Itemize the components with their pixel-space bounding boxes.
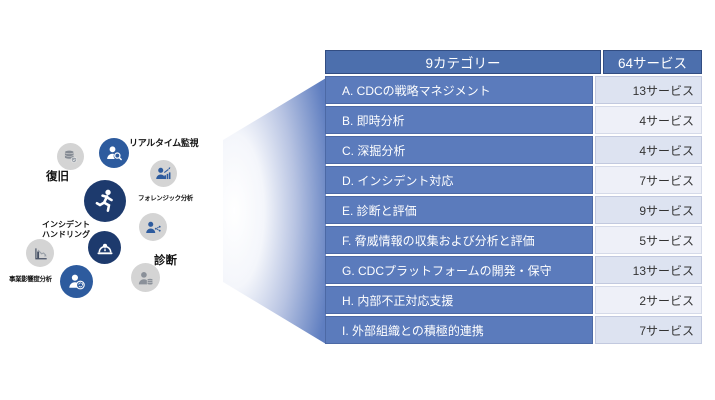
service-table: 9カテゴリー 64サービス A. CDCの戦略マネジメント 13サービス B. … [325, 50, 702, 344]
table-row: D. インシデント対応 7サービス [325, 166, 702, 194]
table-row: F. 脅威情報の収集および分析と評価 5サービス [325, 226, 702, 254]
header-category: 9カテゴリー [325, 50, 601, 74]
circle-business-impact [26, 239, 54, 267]
row-category: E. 診断と評価 [325, 196, 593, 224]
declining-chart-icon [34, 247, 47, 259]
table-row: E. 診断と評価 9サービス [325, 196, 702, 224]
projection-beam [223, 78, 326, 344]
circle-knowledge [60, 264, 93, 298]
dome-person-icon [96, 243, 113, 254]
row-count: 5サービス [595, 226, 702, 254]
circle-share-analysis [139, 213, 167, 241]
table-row: C. 深掘分析 4サービス [325, 136, 702, 164]
row-count: 4サービス [595, 136, 702, 164]
person-share-icon [145, 221, 161, 233]
label-forensic-analysis: フォレンジック分析 [138, 195, 193, 202]
circle-containment [88, 231, 121, 264]
row-count: 13サービス [595, 256, 702, 284]
label-incident-line2: ハンドリング [42, 229, 90, 239]
person-chart-icon [156, 166, 171, 179]
row-count: 2サービス [595, 286, 702, 314]
row-count: 13サービス [595, 76, 702, 104]
table-row: I. 外部組織との積極的連携 7サービス [325, 316, 702, 344]
table-row: H. 内部不正対応支援 2サービス [325, 286, 702, 314]
circle-realtime-monitoring [99, 138, 129, 168]
label-realtime-monitoring: リアルタイム監視 [129, 138, 199, 148]
row-count: 7サービス [595, 166, 702, 194]
row-category: A. CDCの戦略マネジメント [325, 76, 593, 104]
table-row: G. CDCプラットフォームの開発・保守 13サービス [325, 256, 702, 284]
label-incident-line1: インシデント [42, 220, 90, 229]
person-database-icon [138, 271, 153, 285]
circle-recovery [56, 142, 84, 170]
table-row: B. 即時分析 4サービス [325, 106, 702, 134]
label-business-impact-analysis: 事業影響度分析 [9, 276, 52, 283]
table-header-row: 9カテゴリー 64サービス [325, 50, 702, 74]
circle-diagnosis [131, 263, 160, 292]
row-category: B. 即時分析 [325, 106, 593, 134]
label-incident-handling: インシデント ハンドリング [40, 220, 92, 239]
row-category: C. 深掘分析 [325, 136, 593, 164]
row-category: H. 内部不正対応支援 [325, 286, 593, 314]
running-person-icon [95, 189, 113, 212]
label-diagnosis: 診断 [154, 255, 177, 267]
table-row: A. CDCの戦略マネジメント 13サービス [325, 76, 702, 104]
row-count: 4サービス [595, 106, 702, 134]
row-category: I. 外部組織との積極的連携 [325, 316, 593, 344]
row-category: D. インシデント対応 [325, 166, 593, 194]
person-magnifier-icon [107, 146, 122, 161]
row-category: G. CDCプラットフォームの開発・保守 [325, 256, 593, 284]
circle-incident-handling [84, 180, 126, 222]
database-shield-icon [64, 150, 77, 164]
row-category: F. 脅威情報の収集および分析と評価 [325, 226, 593, 254]
header-count: 64サービス [603, 50, 702, 74]
row-count: 9サービス [595, 196, 702, 224]
person-brain-icon [69, 274, 85, 289]
circle-forensic-analysis [150, 159, 177, 187]
label-recovery: 復旧 [46, 171, 69, 183]
row-count: 7サービス [595, 316, 702, 344]
